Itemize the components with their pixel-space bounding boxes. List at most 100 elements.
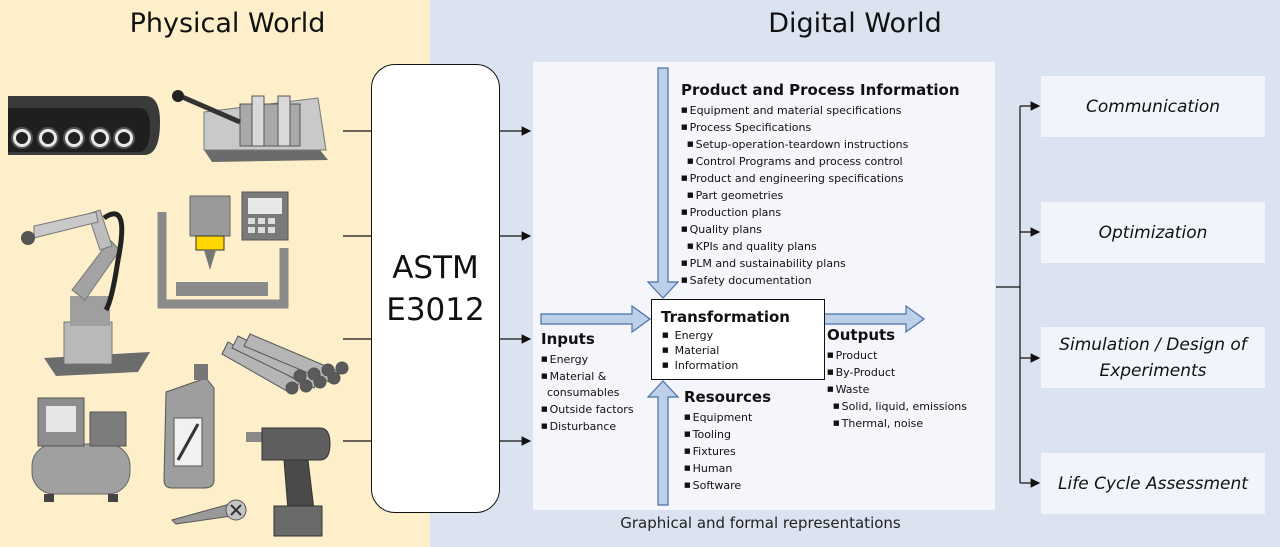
- bullet-icon: ■: [833, 402, 840, 410]
- list-item-text: consumables: [547, 386, 620, 399]
- bullet-icon: ■: [684, 430, 691, 438]
- list-item-text: Information: [674, 359, 739, 372]
- product-info-list: ■Equipment and material specifications■P…: [681, 102, 908, 289]
- application-optimization: Optimization: [1041, 202, 1265, 263]
- resources-list: ■Equipment■Tooling■Fixtures■Human■Softwa…: [684, 409, 752, 494]
- transformation-list: ■Energy■Material■Information: [662, 328, 738, 373]
- list-item: ■Thermal, noise: [827, 415, 967, 432]
- bullet-icon: ■: [681, 106, 688, 114]
- manufacturing-process-panel: [533, 62, 995, 510]
- list-item: ■Tooling: [684, 426, 752, 443]
- list-item: ■KPIs and quality plans: [681, 238, 908, 255]
- bullet-icon: ■: [684, 481, 691, 489]
- list-item-text: Solid, liquid, emissions: [841, 400, 968, 413]
- bullet-icon: ■: [684, 447, 691, 455]
- astm-label: ASTM: [392, 249, 479, 286]
- list-item: ■Process Specifications: [681, 119, 908, 136]
- physical-world-title: Physical World: [129, 8, 326, 39]
- bullet-icon: ■: [541, 422, 548, 430]
- outputs-arrow: [823, 304, 926, 334]
- bullet-icon: ■: [687, 242, 694, 250]
- list-item: ■Energy: [541, 351, 634, 368]
- resources-title: Resources: [684, 388, 772, 406]
- info-down-arrow: [646, 67, 680, 299]
- list-item: ■Waste: [827, 381, 967, 398]
- list-item: ■ Information: [662, 358, 738, 373]
- list-item-text: Setup-operation-teardown instructions: [695, 138, 909, 151]
- bullet-icon: ■: [681, 276, 688, 284]
- list-item-text: By-Product: [835, 366, 896, 379]
- list-item: ■ Energy: [662, 328, 738, 343]
- list-item-text: Equipment: [692, 411, 753, 424]
- bullet-icon: ■: [662, 331, 669, 339]
- list-item-text: Outside factors: [549, 403, 634, 416]
- bullet-icon: ■: [681, 208, 688, 216]
- list-item: ■Part geometries: [681, 187, 908, 204]
- list-item: consumables: [541, 385, 634, 401]
- robot-arm-icon: [21, 209, 150, 376]
- air-compressor-icon: [31, 397, 131, 502]
- inputs-title: Inputs: [541, 330, 595, 348]
- astm-number: E3012: [386, 291, 485, 328]
- bullet-icon: ■: [541, 372, 548, 380]
- list-item-text: Part geometries: [695, 189, 784, 202]
- list-item: ■Fixtures: [684, 443, 752, 460]
- cnc-machine-icon: [157, 191, 289, 309]
- list-item-text: Material: [674, 344, 720, 357]
- inputs-list: ■Energy■Material &consumables■Outside fa…: [541, 351, 634, 435]
- cordless-drill-icon: [246, 427, 331, 537]
- list-item: ■Safety documentation: [681, 272, 908, 289]
- bullet-icon: ■: [662, 361, 669, 369]
- bullet-icon: ■: [684, 464, 691, 472]
- list-item: ■Production plans: [681, 204, 908, 221]
- list-item-text: Tooling: [692, 428, 732, 441]
- inputs-arrow: [540, 304, 652, 334]
- list-item: ■Setup-operation-teardown instructions: [681, 136, 908, 153]
- list-item: ■Product and engineering specifications: [681, 170, 908, 187]
- list-item-text: Process Specifications: [689, 121, 812, 134]
- list-item-text: Fixtures: [692, 445, 736, 458]
- list-item-text: Control Programs and process control: [695, 155, 903, 168]
- list-item-text: Waste: [835, 383, 870, 396]
- list-item: ■Human: [684, 460, 752, 477]
- resources-up-arrow: [646, 380, 680, 506]
- list-item-text: KPIs and quality plans: [695, 240, 817, 253]
- bullet-icon: ■: [681, 123, 688, 131]
- representation-caption: Graphical and formal representations: [620, 514, 901, 532]
- list-item-text: Safety documentation: [689, 274, 812, 287]
- list-item-text: Software: [692, 479, 742, 492]
- metal-bars-icon: [221, 333, 349, 395]
- bullet-icon: ■: [681, 259, 688, 267]
- transformation-box: [651, 299, 825, 380]
- bullet-icon: ■: [827, 385, 834, 393]
- list-item-text: Energy: [674, 329, 714, 342]
- physical-equipment-illustrations: [8, 90, 349, 537]
- oil-jug-icon: [163, 364, 215, 489]
- list-item: ■Solid, liquid, emissions: [827, 398, 967, 415]
- bullet-icon: ■: [833, 419, 840, 427]
- list-item: ■Material &: [541, 368, 634, 385]
- bullet-icon: ■: [687, 191, 694, 199]
- bullet-icon: ■: [687, 157, 694, 165]
- bullet-icon: ■: [541, 355, 548, 363]
- list-item: ■Equipment and material specifications: [681, 102, 908, 119]
- list-item-text: Production plans: [689, 206, 782, 219]
- bullet-icon: ■: [687, 140, 694, 148]
- bullet-icon: ■: [681, 225, 688, 233]
- outputs-title: Outputs: [827, 326, 896, 344]
- list-item: ■Product: [827, 347, 967, 364]
- list-item-text: Human: [692, 462, 733, 475]
- digital-world-title: Digital World: [768, 8, 942, 39]
- list-item-text: Equipment and material specifications: [689, 104, 902, 117]
- bullet-icon: ■: [681, 174, 688, 182]
- transformation-title: Transformation: [661, 308, 790, 326]
- list-item-text: Disturbance: [549, 420, 617, 433]
- bullet-icon: ■: [684, 413, 691, 421]
- astm-standard-box: ASTM E3012: [371, 64, 500, 513]
- list-item: ■Equipment: [684, 409, 752, 426]
- list-item: ■Outside factors: [541, 401, 634, 418]
- product-info-title: Product and Process Information: [681, 81, 960, 99]
- list-item: ■Disturbance: [541, 418, 634, 435]
